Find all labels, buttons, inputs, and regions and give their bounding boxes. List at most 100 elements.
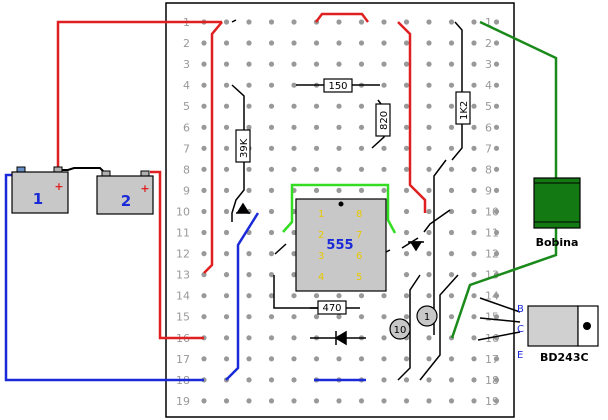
board-hole [336,145,342,151]
board-hole [291,335,297,341]
row-number-right: 19 [485,395,499,408]
board-hole [223,356,230,362]
board-hole [448,187,455,193]
board-hole [493,208,500,215]
board-hole [493,293,500,299]
row-number-left: 5 [183,100,190,113]
board-hole [381,61,387,67]
ic-555: 555 1 2 3 4 8 7 6 5 [295,198,387,292]
row-number-left: 17 [176,353,190,366]
board-hole [223,103,230,109]
board-hole [223,229,230,236]
resistor-150: 150 [296,78,380,93]
board-hole [223,293,230,299]
row-number-left: 7 [183,142,190,155]
capacitor-10-label: 10 [394,325,407,336]
board-hole [201,356,207,362]
board-hole [471,377,477,383]
board-hole [381,19,387,25]
board-hole [246,356,252,362]
board-hole [268,356,275,362]
board-hole [291,145,297,151]
board-hole [448,208,455,215]
board-hole [268,82,275,88]
row-number-left: 6 [183,121,190,134]
board-hole [471,124,477,130]
board-hole [291,103,297,109]
board-hole [403,19,410,25]
board-hole [223,208,230,215]
board-hole [223,124,230,130]
board-hole [291,356,297,362]
board-hole [358,19,365,25]
board-hole [493,229,500,236]
coil-label: Bobina [536,236,579,249]
row-number-right: 10 [485,206,499,219]
board-hole [448,40,455,46]
board-hole [381,293,387,299]
board-hole [291,61,297,67]
board-hole [358,145,365,151]
board-hole [291,124,297,130]
board-hole [426,398,432,404]
board-hole [403,272,410,278]
battery-1-label: 1 [33,190,43,208]
row-number-right: 18 [485,374,499,387]
ic-pin-3: 3 [318,251,324,262]
diode-right-symbol [408,241,424,252]
board-hole [493,40,500,46]
board-hole [246,103,252,109]
board-hole [358,314,365,320]
capacitor-1-label: 1 [424,312,430,323]
board-hole [471,272,477,278]
board-hole [201,40,207,46]
board-hole [358,124,365,130]
board-hole [358,293,365,299]
resistor-39k: 39K [235,129,251,163]
board-hole [403,356,410,362]
board-hole [201,208,207,215]
board-hole [448,293,455,299]
resistor-1k2-label: 1K2 [459,101,470,120]
board-hole [471,335,477,341]
board-hole [471,293,477,299]
board-hole [268,61,275,67]
wire-red-left-rail [203,21,223,274]
board-hole [426,61,432,67]
board-hole [426,356,432,362]
battery-1-plus: + [54,180,63,193]
board-hole [403,208,410,215]
row-number-left: 19 [176,395,190,408]
board-hole [493,187,500,193]
row-number-left: 4 [183,79,190,92]
board-hole [403,293,410,299]
board-hole [268,293,275,299]
row-number-right: 16 [485,332,499,345]
board-hole [223,187,230,193]
row-number-left: 12 [176,248,190,261]
board-hole [336,61,342,67]
board-hole [448,145,455,151]
board-hole [201,187,207,193]
wire-red-battery1-to-row1 [56,20,222,170]
board-hole [246,314,252,320]
board-hole [223,166,230,172]
ic-pin-6: 6 [356,251,362,262]
transistor-label: BD243C [540,351,589,364]
row-number-right: 1 [485,16,492,29]
board-hole [201,293,207,299]
row-number-right: 6 [485,121,492,134]
row-number-right: 3 [485,58,492,71]
board-hole [471,251,477,257]
board-hole [313,40,320,46]
board-hole [201,166,207,172]
board-hole [223,40,230,46]
board-hole [358,166,365,172]
board-hole [223,19,230,25]
board-hole [268,229,275,236]
board-hole [291,293,297,299]
board-hole [426,208,432,215]
board-hole [336,124,342,130]
board-hole [291,82,297,88]
